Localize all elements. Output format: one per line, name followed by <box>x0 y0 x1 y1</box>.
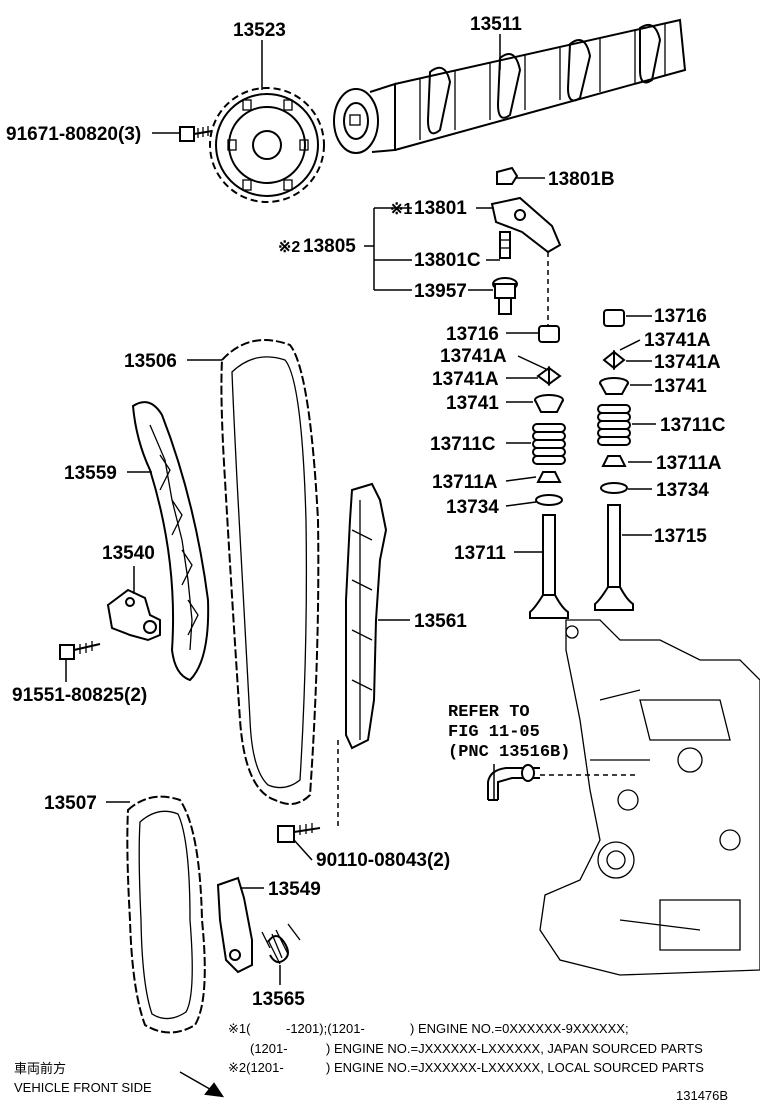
label-13549: 13549 <box>268 879 321 900</box>
timing-chain-drawing <box>220 339 320 805</box>
oil-pump-chain-drawing <box>126 795 206 1034</box>
label-13741a-4: 13741A <box>654 352 721 373</box>
label-13741-left: 13741 <box>446 393 499 414</box>
label-13741a-2: 13741A <box>432 369 499 390</box>
note-1-range: -1201);(1201- <box>286 1021 365 1036</box>
oil-jet-drawing <box>487 764 636 801</box>
figure-id: 131476B <box>676 1088 728 1103</box>
label-13523: 13523 <box>233 20 286 41</box>
label-13801c: 13801C <box>414 250 481 271</box>
note-3-range: ※2(1201- <box>228 1060 284 1075</box>
note-1-engine: ) ENGINE NO.=0XXXXXX-9XXXXXX; <box>410 1021 629 1036</box>
label-13734-right: 13734 <box>656 480 709 501</box>
refer-line-3: (PNC 13516B) <box>448 743 570 762</box>
label-13801: 13801 <box>414 198 467 219</box>
valve-stack-left-drawing <box>529 325 569 619</box>
label-13716-left: 13716 <box>446 324 499 345</box>
label-13741a-1: 13741A <box>440 346 507 367</box>
label-13511: 13511 <box>470 14 522 35</box>
label-13801-mark: ※1 <box>390 201 412 218</box>
label-13711c-left: 13711C <box>430 434 496 455</box>
label-13734-left: 13734 <box>446 497 499 518</box>
note-1-mark: ※1( <box>228 1021 251 1036</box>
damper-bolt-drawing <box>277 823 321 843</box>
label-bolt-91671: 91671-80820(3) <box>6 124 141 145</box>
label-13711a-right: 13711A <box>656 453 722 474</box>
camshaft-drawing <box>333 18 687 154</box>
tensioner-spring-drawing <box>261 923 301 965</box>
label-13711a-left: 13711A <box>432 472 498 493</box>
vehicle-front-jp: 車両前方 <box>14 1061 66 1076</box>
valve-stack-right-drawing <box>594 309 634 611</box>
label-13540: 13540 <box>102 543 155 564</box>
leader-lines <box>65 34 656 1098</box>
rocker-arm-drawing <box>490 166 562 328</box>
label-13957: 13957 <box>414 281 467 302</box>
engine-block-drawing <box>539 619 760 976</box>
refer-line-2: FIG 11-05 <box>448 723 540 742</box>
chain-tensioner-drawing <box>106 588 161 642</box>
sprocket-bolt-drawing <box>179 126 213 142</box>
oil-pump-tensioner-drawing <box>216 876 253 974</box>
label-13716-right: 13716 <box>654 306 707 327</box>
label-13805: 13805 <box>303 236 356 257</box>
label-13711: 13711 <box>454 543 506 564</box>
label-13741a-3: 13741A <box>644 330 711 351</box>
label-13507: 13507 <box>44 793 97 814</box>
note-2-engine: ) ENGINE NO.=JXXXXXX-LXXXXXX, JAPAN SOUR… <box>326 1041 703 1056</box>
label-13506: 13506 <box>124 351 177 372</box>
tensioner-bolt-drawing <box>59 641 101 660</box>
label-13801b: 13801B <box>548 169 615 190</box>
label-13805-mark: ※2 <box>278 239 300 256</box>
label-bolt-91551: 91551-80825(2) <box>12 685 147 706</box>
label-13565: 13565 <box>252 989 305 1010</box>
label-13711c-right: 13711C <box>660 415 726 436</box>
label-13559: 13559 <box>64 463 117 484</box>
label-bolt-90110: 90110-08043(2) <box>316 850 450 871</box>
refer-line-1: REFER TO <box>448 703 530 722</box>
label-13715: 13715 <box>654 526 707 547</box>
chain-damper-drawing <box>337 482 388 828</box>
camshaft-sprocket-drawing <box>209 87 325 203</box>
label-13561: 13561 <box>414 611 467 632</box>
vehicle-front-en: VEHICLE FRONT SIDE <box>14 1080 152 1095</box>
note-3-engine: ) ENGINE NO.=JXXXXXX-LXXXXXX, LOCAL SOUR… <box>326 1060 704 1075</box>
note-2-range: (1201- <box>250 1041 288 1056</box>
label-13741-right: 13741 <box>654 376 707 397</box>
